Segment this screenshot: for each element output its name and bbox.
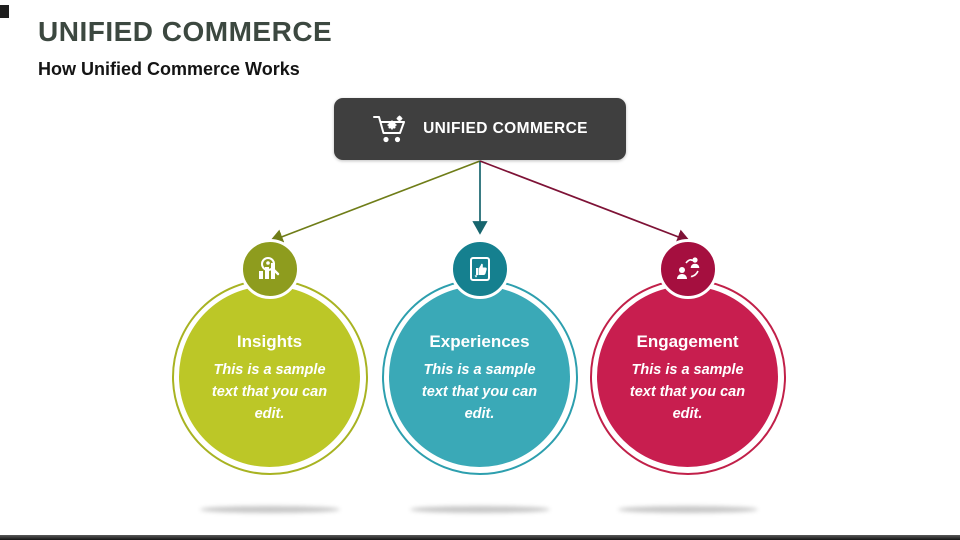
- node-engagement: Engagement This is a sample text that yo…: [588, 239, 788, 513]
- insights-circle: Insights This is a sample text that you …: [172, 279, 368, 475]
- node-title: Insights: [236, 332, 303, 351]
- analytics-search-icon: [240, 239, 300, 299]
- engagement-circle: Engagement This is a sample text that yo…: [590, 279, 786, 475]
- node-experiences: Experiences This is a sample text that y…: [380, 239, 580, 513]
- page-subtitle: How Unified Commerce Works: [38, 59, 300, 79]
- unified-commerce-header-box: UNIFIED COMMERCE: [334, 98, 626, 160]
- cart-gears-icon: [372, 113, 410, 145]
- node-body: This is a sample text that you can edit.: [421, 362, 538, 422]
- page-title: UNIFIED COMMERCE: [38, 16, 333, 47]
- bottom-edge-bar: [0, 535, 960, 540]
- node-body: This is a sample text that you can edit.: [211, 362, 328, 422]
- header-box-label: UNIFIED COMMERCE: [423, 120, 588, 137]
- node-shadow: [618, 506, 758, 513]
- node-title: Experiences: [429, 332, 530, 351]
- people-share-icon: [658, 239, 718, 299]
- thumbs-up-card-icon: [450, 239, 510, 299]
- node-shadow: [410, 506, 550, 513]
- node-shadow: [200, 506, 340, 513]
- node-body: This is a sample text that you can edit.: [629, 362, 746, 422]
- corner-notch: [0, 5, 9, 18]
- experiences-circle: Experiences This is a sample text that y…: [382, 279, 578, 475]
- node-title: Engagement: [636, 332, 739, 351]
- node-insights: Insights This is a sample text that you …: [170, 239, 370, 513]
